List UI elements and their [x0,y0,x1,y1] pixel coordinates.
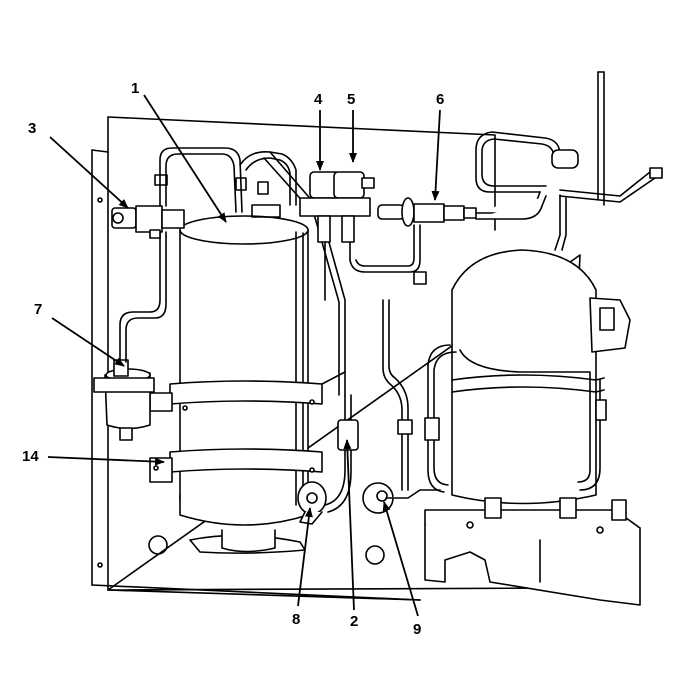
compressor [451,249,631,505]
callout-2: 2 [350,613,358,630]
expansion-valve [377,191,547,227]
callout-3: 3 [28,120,36,137]
relief-fitting [111,205,185,239]
callout-5: 5 [347,91,355,108]
receiver-tank [179,215,309,553]
leader-7 [51,317,125,367]
leader-8 [297,507,313,607]
leader-1 [143,94,227,223]
callout-9: 9 [413,621,421,638]
top-manifold-tubing [154,147,346,396]
callout-4: 4 [314,91,323,108]
leader-6 [431,109,441,201]
compressor-base [424,497,641,606]
service-valve-right [362,482,441,514]
tank-straps [149,371,346,483]
center-tubing [319,299,413,513]
callout-8: 8 [292,611,300,628]
leader-3 [49,136,129,209]
compressor-tubing [424,344,607,493]
callout-1: 1 [131,80,139,97]
leader-lines [47,94,441,617]
callout-14: 14 [22,448,39,465]
filter-drier [93,359,155,441]
callout-labels: 1 2 3 4 5 6 7 8 9 14 [22,80,444,638]
solenoid-valves [299,171,375,301]
expansion-line [349,224,427,285]
upper-right-tubing [475,71,663,251]
leader-2 [343,439,355,611]
callout-7: 7 [34,301,42,318]
service-valve-left [297,481,327,525]
drier-tubing [119,231,167,363]
leader-9 [382,501,419,617]
leader-14 [47,456,165,466]
callout-6: 6 [436,91,444,108]
